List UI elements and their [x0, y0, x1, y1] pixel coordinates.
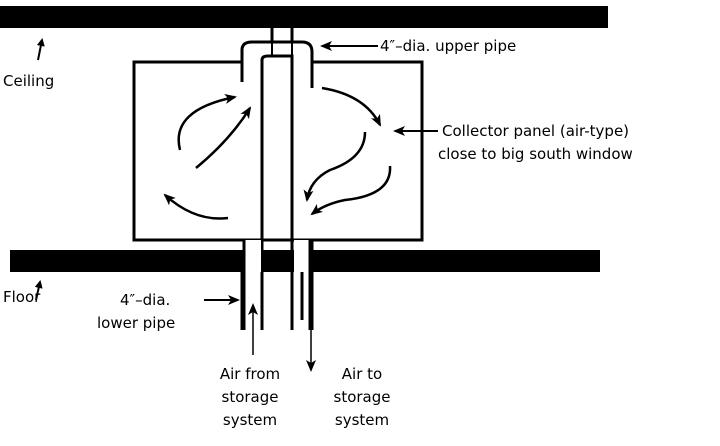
collector-panel [132, 60, 424, 242]
collector-label-line1: Collector panel (air-type) [442, 122, 630, 140]
lower-pipe-label-line2: lower pipe [97, 314, 176, 332]
ceiling-bar [0, 6, 608, 28]
air-from-storage-label: Air from storage system [200, 363, 300, 432]
air-to-line1: Air to [341, 365, 383, 383]
lower-pipe-from-storage [260, 54, 294, 330]
ceiling-label: Ceiling [3, 72, 55, 90]
upper-pipe [240, 40, 314, 88]
air-from-line2: storage [221, 388, 279, 406]
air-from-line1: Air from [219, 365, 281, 383]
air-to-storage-label: Air to storage system [312, 363, 412, 432]
air-to-line2: storage [333, 388, 391, 406]
lower-pipe-label-line1: 4″–dia. [120, 291, 171, 309]
air-from-line3: system [222, 411, 278, 429]
floor-label: Floor [3, 288, 41, 306]
collector-label-line2: close to big south window [438, 145, 633, 163]
upper-pipe-label: 4″–dia. upper pipe [380, 37, 517, 55]
air-to-line3: system [334, 411, 390, 429]
